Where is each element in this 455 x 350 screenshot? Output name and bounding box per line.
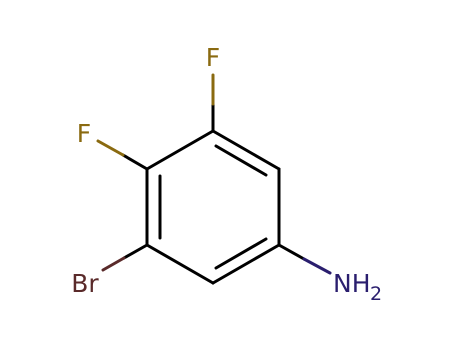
bond-c3-n-a (277, 243, 306, 261)
atom-label-br: Br (71, 269, 99, 298)
benzene-ring (145, 129, 281, 285)
bond-c6-f-left-b (96, 139, 125, 157)
bond-c3-n-b (302, 257, 332, 275)
atom-label-f-top: F (206, 43, 220, 72)
atom-label-nh: NH (333, 269, 371, 298)
ring-bond-c1-c2 (211, 129, 281, 171)
bond-c5-br-b (101, 256, 126, 272)
ring-bond-c6-c1 (145, 129, 215, 171)
ring-bond-c4-c5 (145, 243, 215, 285)
atom-label-nh2-subscript: 2 (370, 283, 382, 305)
double-bond-inner-c1-c2 (214, 144, 268, 177)
atom-label-f-left: F (77, 119, 91, 148)
bond-c5-br-a (122, 243, 149, 260)
double-bond-inner-c3-c4 (214, 237, 268, 270)
bond-c6-f-left-a (121, 153, 149, 171)
ring-bond-c3-c4 (211, 243, 281, 285)
substituent-bonds (96, 73, 332, 275)
